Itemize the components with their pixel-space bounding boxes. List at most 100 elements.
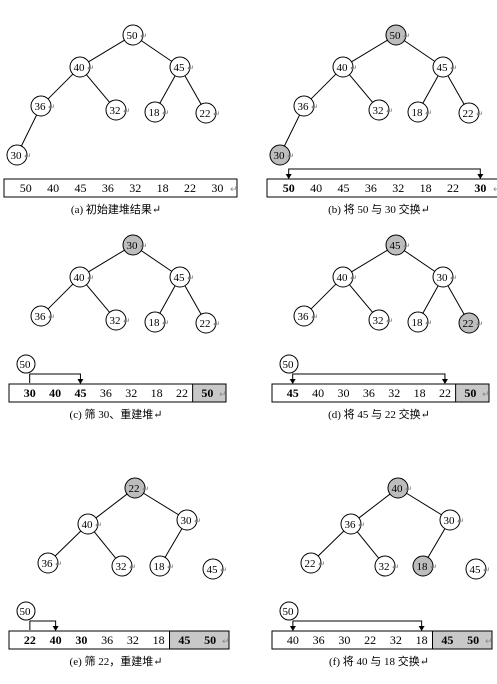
heap-node-value: 36 xyxy=(298,101,310,113)
tree-edge xyxy=(164,528,183,558)
temp-node-value: 50 xyxy=(283,606,295,618)
heap-node: 18↵ xyxy=(144,101,170,123)
temp-node-value: 50 xyxy=(20,359,32,371)
temp-node-circle xyxy=(16,601,36,621)
heap-node-circle xyxy=(407,311,429,333)
return-mark: ↵ xyxy=(167,563,175,573)
array-cell: 32 xyxy=(125,386,137,400)
return-mark: ↵ xyxy=(425,109,433,119)
heap-node-value: 45 xyxy=(470,564,482,576)
sorted-region xyxy=(432,630,493,650)
heap-node: 45↵ xyxy=(432,56,458,78)
array-cell: 30 xyxy=(211,181,223,195)
heap-node-value: 40 xyxy=(74,272,86,284)
heap-node: 30↵ xyxy=(122,234,148,256)
arrowhead xyxy=(477,174,484,179)
heap-node: 30↵ xyxy=(439,509,465,531)
heap-node-circle xyxy=(293,305,315,327)
array-cell: 22 xyxy=(24,633,36,647)
temp-node-circle xyxy=(16,354,36,374)
return-mark: ↵ xyxy=(493,185,497,195)
heap-node-circle xyxy=(169,56,191,78)
heap-node-circle xyxy=(340,513,362,535)
heap-node: 40↵ xyxy=(77,513,103,535)
heap-node: 32↵ xyxy=(105,309,131,331)
return-mark: ↵ xyxy=(123,107,131,117)
heap-node: 36↵ xyxy=(30,305,56,327)
return-mark: ↵ xyxy=(476,110,484,120)
tree-edge xyxy=(140,40,173,62)
return-mark: ↵ xyxy=(392,563,400,573)
heap-node-value: 18 xyxy=(412,317,424,329)
array-cell: 45 xyxy=(74,386,86,400)
return-mark: ↵ xyxy=(48,103,56,113)
heap-node-value: 32 xyxy=(116,561,127,573)
arrowhead xyxy=(285,174,292,179)
tree-edge xyxy=(86,284,110,313)
heap-node-circle xyxy=(300,552,322,574)
panel-caption: (b) 将 50 与 30 交换↵ xyxy=(328,202,430,216)
sorted-region xyxy=(169,630,230,650)
heap-node-circle xyxy=(385,24,407,46)
panel-caption: (e) 筛 22，重建堆↵ xyxy=(70,654,163,668)
array-cell: 32 xyxy=(388,386,400,400)
array-cell: 50 xyxy=(283,181,295,195)
array-cell: 30 xyxy=(338,633,350,647)
return-mark: ↵ xyxy=(219,390,227,400)
heap-node-value: 30 xyxy=(127,240,139,252)
tree-edge xyxy=(358,493,391,519)
return-mark: ↵ xyxy=(457,517,465,527)
heap-node: 18↵ xyxy=(407,311,433,333)
heap-node: 30↵ xyxy=(269,144,295,166)
return-mark: ↵ xyxy=(187,64,195,74)
array-cell: 45 xyxy=(178,633,190,647)
heap-node-circle xyxy=(332,56,354,78)
array-cell: 36 xyxy=(363,386,375,400)
heap-node-circle xyxy=(69,266,91,288)
heap-node-circle xyxy=(374,555,396,577)
heap-node-circle xyxy=(77,513,99,535)
heap-node: 18↵ xyxy=(407,101,433,123)
array-cell: 45 xyxy=(441,633,453,647)
heap-node-circle xyxy=(195,312,217,334)
array-cell: 40 xyxy=(50,633,62,647)
array-cell: 45 xyxy=(337,181,349,195)
array-cell: 36 xyxy=(365,181,377,195)
array-box xyxy=(266,178,497,198)
return-mark: ↵ xyxy=(230,185,238,195)
heap-node-value: 32 xyxy=(373,105,384,117)
tree-edge xyxy=(351,249,388,273)
heap-node-value: 40 xyxy=(337,272,349,284)
heap-node-value: 36 xyxy=(298,311,310,323)
swap-arrow-line xyxy=(292,373,446,383)
heap-node-circle xyxy=(368,309,390,331)
return-mark: ↵ xyxy=(95,521,103,531)
heap-node: 36↵ xyxy=(293,305,319,327)
tree-edge xyxy=(447,285,465,315)
heap-node: 18↵ xyxy=(412,555,438,577)
heap-node-value: 45 xyxy=(390,240,402,252)
heap-node-value: 22 xyxy=(129,483,140,495)
panel-caption: (a) 初始建堆结果↵ xyxy=(71,202,161,216)
heap-node-value: 32 xyxy=(379,561,390,573)
return-mark: ↵ xyxy=(403,242,411,252)
heap-node-circle xyxy=(111,555,133,577)
array-cell: 30 xyxy=(474,181,486,195)
tree-edge xyxy=(349,284,373,313)
heap-node-value: 30 xyxy=(444,515,456,527)
array-cell: 18 xyxy=(420,181,432,195)
heap-node: 18↵ xyxy=(149,555,175,577)
tree-edge xyxy=(447,75,465,105)
return-mark: ↵ xyxy=(140,32,148,42)
heap-node-circle xyxy=(122,24,144,46)
array-cell: 50 xyxy=(464,386,476,400)
arrowhead xyxy=(289,379,296,384)
heap-node-circle xyxy=(385,234,407,256)
array-cell: 30 xyxy=(24,386,36,400)
heap-node-value: 22 xyxy=(463,108,474,120)
heap-node-value: 22 xyxy=(463,318,474,330)
